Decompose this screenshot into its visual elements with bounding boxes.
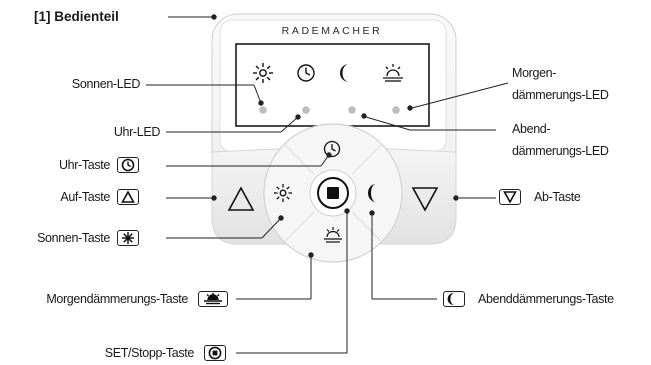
stop-icon xyxy=(327,187,339,199)
sonnen-led xyxy=(259,106,267,114)
moon-icon xyxy=(447,293,456,305)
morgen-led xyxy=(392,106,400,114)
brand-logo: RADEMACHER xyxy=(282,25,383,37)
keypad-clock-icon xyxy=(323,140,341,158)
display-moon-icon xyxy=(340,64,349,82)
label-set-stopp-taste: SET/Stopp-Taste xyxy=(104,346,195,360)
display-dawn-icon xyxy=(383,64,403,82)
keypad-moon-icon xyxy=(368,184,376,202)
set-stopp-taste-key xyxy=(204,345,226,361)
up-triangle-icon xyxy=(121,190,135,203)
label-bedienteil: [1] Bedienteil xyxy=(34,9,119,24)
label-morgendaemmerungs-taste: Morgendämmerungs-Taste xyxy=(46,292,188,306)
morgendaemmerungs-taste-key xyxy=(198,291,228,307)
label-auf-taste: Auf-Taste xyxy=(60,190,110,204)
display-clock-icon xyxy=(297,64,315,82)
label-uhr-taste: Uhr-Taste xyxy=(58,158,110,172)
label-uhr-led: Uhr-LED xyxy=(113,125,161,139)
label-ab-taste: Ab-Taste xyxy=(534,190,581,204)
display-sun-icon xyxy=(253,63,273,83)
up-arrow-icon xyxy=(227,186,255,211)
label-morgen-led-line2: dämmerungs-LED xyxy=(512,88,609,102)
dawn-icon xyxy=(204,293,222,305)
down-arrow-icon xyxy=(411,187,439,212)
uhr-taste-key xyxy=(117,157,139,173)
set-button xyxy=(317,177,349,209)
sonnen-taste-key xyxy=(117,230,139,246)
label-morgen-led-line1: Morgen- xyxy=(512,66,557,80)
clock-icon xyxy=(121,158,135,172)
stop-icon xyxy=(208,346,222,360)
label-abend-led-line1: Abend- xyxy=(512,122,551,136)
down-triangle-icon xyxy=(503,191,517,204)
display-frame xyxy=(235,43,430,127)
abend-led xyxy=(348,106,356,114)
auf-taste-key xyxy=(117,189,139,205)
ab-taste-key xyxy=(499,189,521,205)
keypad-dawn-icon xyxy=(324,227,342,243)
label-abend-led-line2: dämmerungs-LED xyxy=(512,144,609,158)
label-abenddaemmerungs-taste: Abenddämmerungs-Taste xyxy=(478,292,614,306)
label-sonnen-taste: Sonnen-Taste xyxy=(37,231,110,245)
abenddaemmerungs-taste-key xyxy=(443,291,465,307)
uhr-led xyxy=(302,106,310,114)
label-sonnen-led: Sonnen-LED xyxy=(71,77,140,91)
sun-icon xyxy=(122,232,134,244)
keypad-sun-icon xyxy=(274,184,292,202)
